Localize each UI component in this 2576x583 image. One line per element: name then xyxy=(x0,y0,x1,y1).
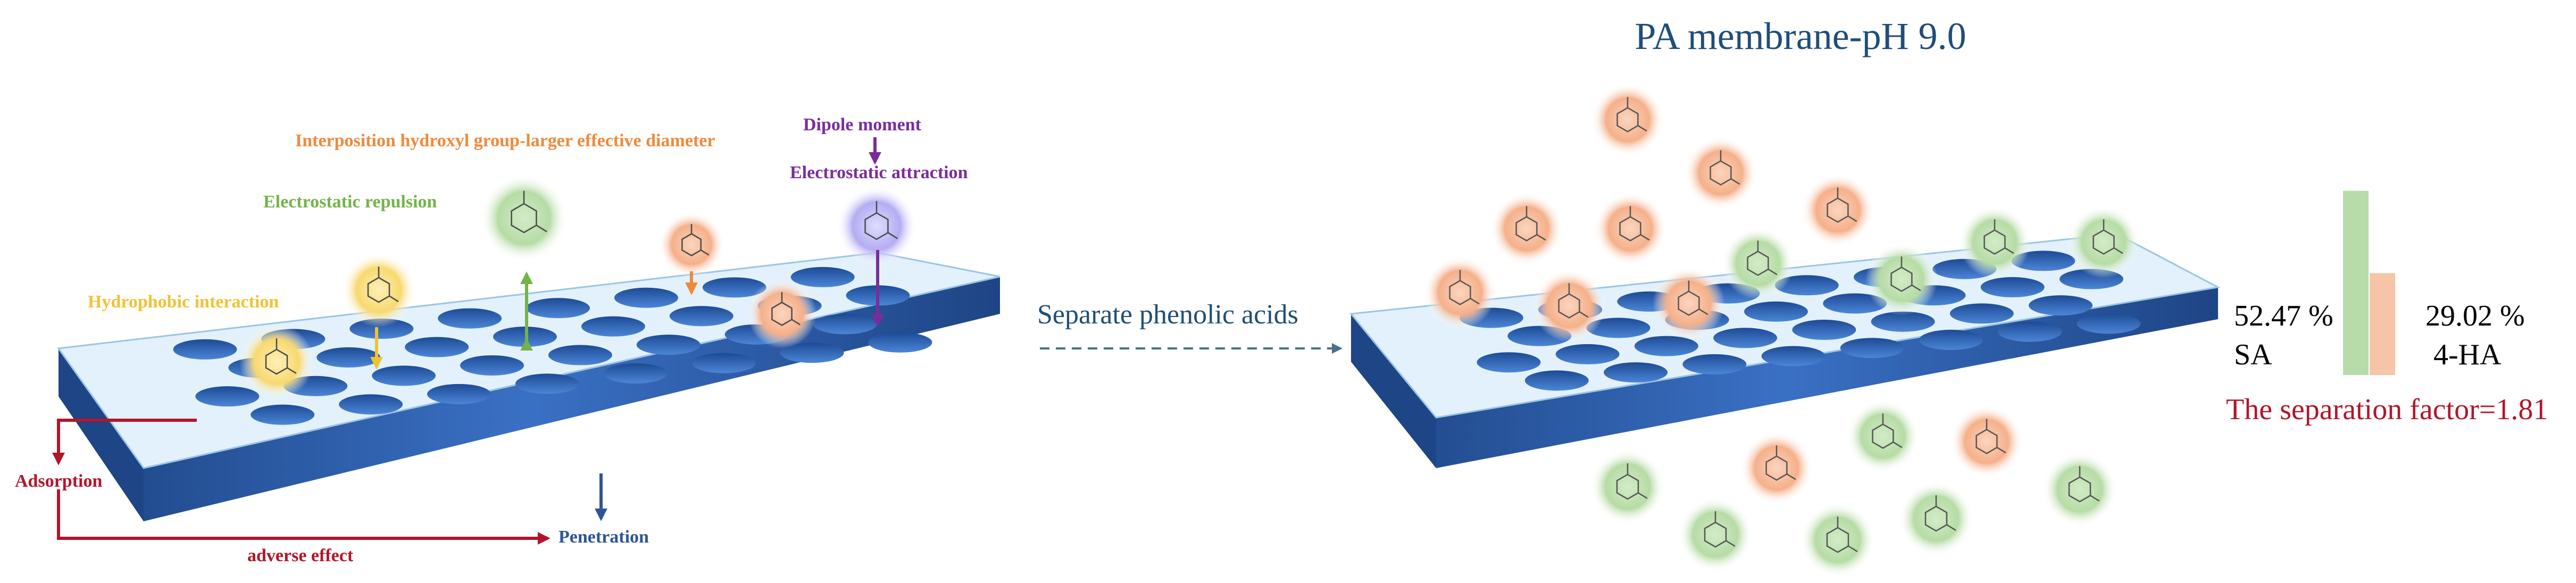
separation-bars xyxy=(2343,190,2395,375)
molecule-icon xyxy=(1678,497,1753,572)
membrane-pore xyxy=(316,347,381,368)
dipole-label: Dipole moment xyxy=(803,115,922,135)
membrane-pore xyxy=(2077,313,2141,334)
page-title: PA membrane-pH 9.0 xyxy=(1635,15,1966,57)
molecule-icon xyxy=(1533,270,1605,342)
interposition-label: Interposition hydroxyl group-larger effe… xyxy=(295,131,715,151)
membrane-pore xyxy=(868,332,932,353)
membrane-pore xyxy=(1713,328,1778,348)
separation-factor: The separation factor=1.81 xyxy=(2226,393,2548,426)
membrane-pore xyxy=(372,365,436,386)
molecule-icon xyxy=(1950,405,2023,478)
molecule-icon xyxy=(1685,137,1757,209)
molecule-icon xyxy=(1740,432,1813,504)
sa-percent: 52.47 % xyxy=(2234,299,2333,332)
membrane-pore xyxy=(515,373,579,394)
membrane-pore xyxy=(1744,301,1808,322)
membrane-pore xyxy=(1823,293,1887,314)
molecule-icon xyxy=(1590,449,1665,524)
membrane-pore xyxy=(780,343,844,363)
membrane-pore xyxy=(1555,344,1620,364)
membrane-pore xyxy=(173,339,237,360)
molecule-icon xyxy=(2043,452,2117,527)
membrane-pore xyxy=(548,345,612,365)
membrane-pore xyxy=(603,363,668,384)
membrane-pore xyxy=(251,404,315,425)
membrane-pore xyxy=(1998,321,2062,342)
membrane-pore xyxy=(526,298,590,319)
membrane-pore xyxy=(1634,336,1698,356)
membrane-pore xyxy=(1682,354,1747,374)
adsorption-arrow xyxy=(52,419,197,465)
molecule-icon xyxy=(480,174,568,262)
membrane-pore xyxy=(790,266,855,287)
membrane-pore xyxy=(1840,338,1904,359)
molecule-icon xyxy=(747,279,816,348)
molecule-icon xyxy=(1847,400,1919,472)
membrane-pore xyxy=(438,308,502,329)
membrane-pore xyxy=(702,277,766,298)
membrane-pore xyxy=(1792,320,1856,340)
membrane-pore xyxy=(405,337,469,357)
membrane-pore xyxy=(339,394,403,415)
bar-sa xyxy=(2343,190,2369,375)
membrane-pore xyxy=(813,314,877,335)
membrane-pore xyxy=(460,355,524,376)
molecule-icon xyxy=(1653,267,1725,339)
molecule-icon xyxy=(239,324,314,399)
molecule-icon xyxy=(1594,193,1666,265)
membrane-pore xyxy=(1980,277,2045,297)
molecule-icon xyxy=(1490,193,1563,265)
molecule-icon xyxy=(1424,256,1496,329)
membrane-pore xyxy=(669,306,733,327)
molecule-icon xyxy=(1591,84,1664,156)
molecule-icon xyxy=(1800,503,1875,577)
sa-name: SA xyxy=(2234,338,2272,371)
bar-4ha xyxy=(2370,273,2395,375)
adverse-effect-label: adverse effect xyxy=(247,546,354,565)
molecule-icon xyxy=(341,253,416,327)
molecule-icon xyxy=(1865,243,1938,315)
membrane-pore xyxy=(581,316,645,337)
membrane-pore xyxy=(1871,311,1935,332)
membrane-pore xyxy=(636,335,701,355)
hydrophobic-label: Hydrophobic interaction xyxy=(88,292,279,312)
molecule-icon xyxy=(2068,206,2140,278)
membrane-pore xyxy=(614,287,678,308)
molecule-icon xyxy=(1958,206,2031,278)
membrane-pore xyxy=(691,353,756,373)
adverse-effect-arrow xyxy=(57,489,551,545)
membrane-pore xyxy=(1524,370,1589,391)
membrane-pore xyxy=(2029,295,2093,316)
membrane-pore xyxy=(1949,303,2014,324)
ha-percent: 29.02 % xyxy=(2425,299,2525,332)
molecule-icon xyxy=(658,212,724,278)
membrane-pore xyxy=(427,384,491,404)
separate-label: Separate phenolic acids xyxy=(1037,299,1298,330)
molecule-icon xyxy=(1899,481,1973,556)
membrane-pore xyxy=(1586,318,1650,338)
electrostatic-repulsion-label: Electrostatic repulsion xyxy=(263,192,437,212)
membrane-pore xyxy=(1761,346,1825,367)
adsorption-label: Adsorption xyxy=(15,471,102,491)
molecule-icon xyxy=(1802,174,1874,246)
membrane-pore xyxy=(195,386,260,407)
electrostatic-attraction-label: Electrostatic attraction xyxy=(790,163,968,182)
penetration-label: Penetration xyxy=(558,527,649,547)
membrane-pore xyxy=(1477,352,1541,373)
membrane-pore xyxy=(1604,362,1668,383)
membrane-pore xyxy=(1919,329,1983,350)
molecule-icon xyxy=(1722,227,1794,299)
membrane-pore xyxy=(1774,275,1839,296)
molecule-icon xyxy=(837,186,916,266)
ha-name: 4-HA xyxy=(2433,338,2502,371)
